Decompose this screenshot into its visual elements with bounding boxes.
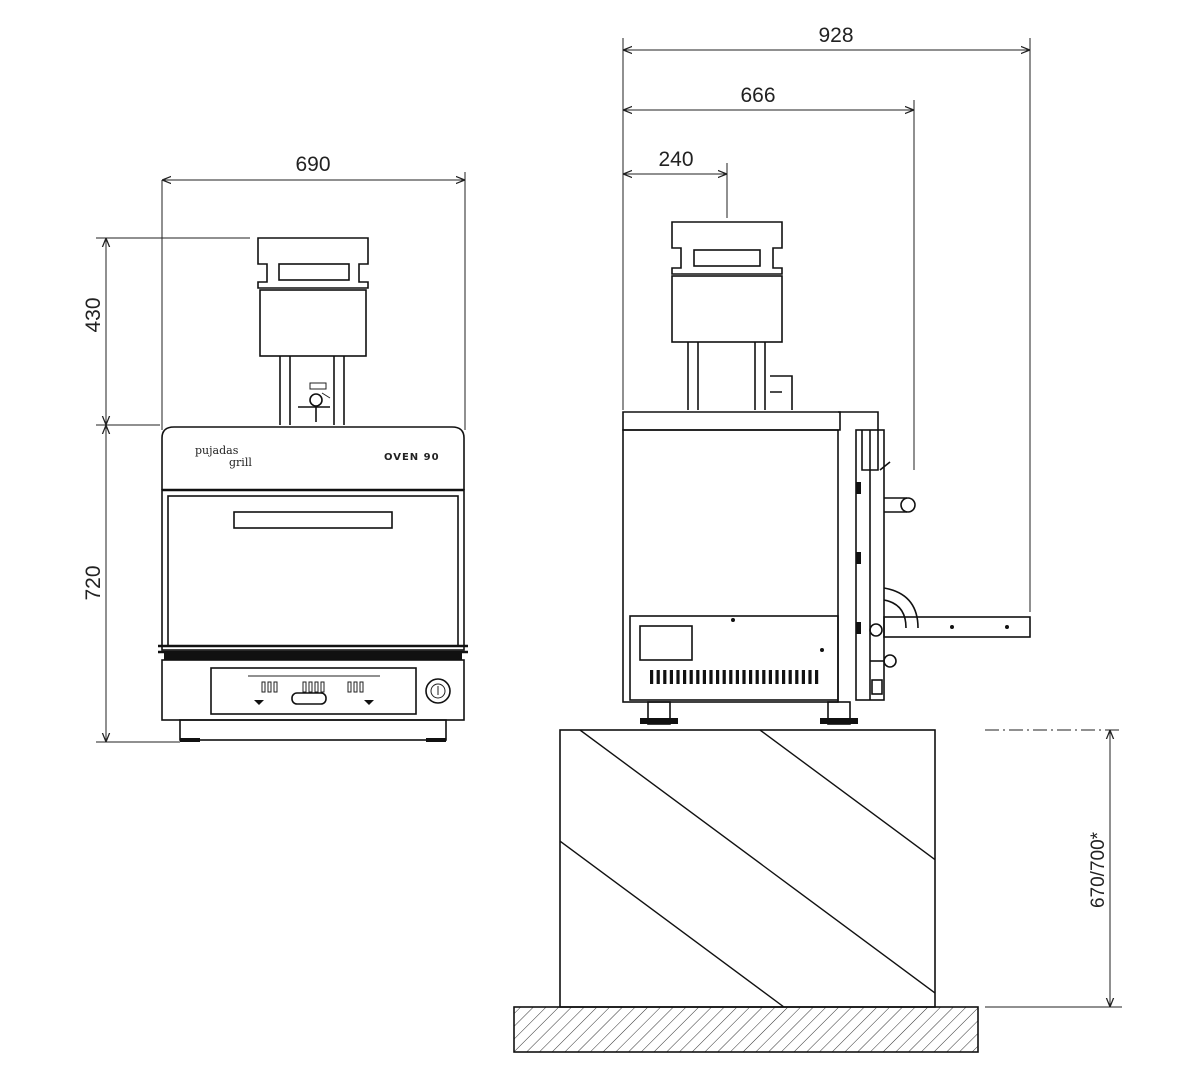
chimney-height-label: 430 bbox=[82, 297, 105, 332]
front-chimney bbox=[257, 237, 369, 425]
front-width-label: 690 bbox=[295, 153, 330, 176]
vent-slot bbox=[782, 670, 786, 684]
stand-height-dimension: 670/700* bbox=[985, 729, 1122, 1008]
side-view: 928 666 240 bbox=[513, 24, 1200, 1053]
support-stand bbox=[559, 729, 1200, 1008]
vent-slot bbox=[650, 670, 654, 684]
front-width-dimension: 690 bbox=[161, 153, 466, 430]
vent-slot bbox=[768, 670, 772, 684]
control-knobs bbox=[254, 681, 374, 705]
vent-slot bbox=[795, 670, 799, 684]
vent-slot bbox=[656, 670, 660, 684]
body-height-label: 720 bbox=[82, 565, 105, 600]
vent-slot bbox=[808, 670, 812, 684]
model-name: OVEN 90 bbox=[384, 452, 440, 463]
vent-slot bbox=[716, 670, 720, 684]
rating-plate bbox=[639, 625, 693, 661]
vent-slot bbox=[689, 670, 693, 684]
vent-slot bbox=[775, 670, 779, 684]
vent-slot bbox=[815, 670, 819, 684]
body-depth-label: 666 bbox=[740, 84, 775, 107]
vent-slot bbox=[669, 670, 673, 684]
overall-depth-label: 928 bbox=[818, 24, 853, 47]
vent-slot bbox=[742, 670, 746, 684]
brand-logo: pujadas bbox=[195, 444, 239, 457]
vent-slot bbox=[788, 670, 792, 684]
stand-hatch-line bbox=[759, 730, 935, 861]
control-panel bbox=[210, 667, 417, 715]
vent-slot bbox=[762, 670, 766, 684]
front-view: 690 430 720 bbox=[82, 153, 468, 743]
vent-slot bbox=[749, 670, 753, 684]
side-handle-bar bbox=[883, 616, 1031, 638]
damper-handle-icon bbox=[298, 382, 331, 422]
stand-hatch-line bbox=[960, 730, 1200, 1007]
vent-slot bbox=[735, 670, 739, 684]
side-chimney bbox=[671, 221, 793, 410]
thermometer-icon bbox=[425, 678, 451, 704]
floor bbox=[513, 1006, 979, 1053]
door-handle bbox=[233, 511, 393, 529]
vent-slot bbox=[709, 670, 713, 684]
vent-slot bbox=[801, 670, 805, 684]
stand-hatch-line bbox=[579, 730, 935, 994]
ventilation-slots bbox=[650, 670, 819, 684]
vent-slot bbox=[696, 670, 700, 684]
chimney-offset-label: 240 bbox=[658, 148, 693, 171]
vent-slot bbox=[729, 670, 733, 684]
vent-slot bbox=[676, 670, 680, 684]
front-oven-body: pujadas grill OVEN 90 bbox=[158, 426, 468, 742]
side-depth-dimensions: 928 666 240 bbox=[622, 24, 1031, 612]
stand-hatch-line bbox=[560, 840, 785, 1007]
vent-slot bbox=[663, 670, 667, 684]
front-height-dimensions: 430 720 bbox=[82, 237, 250, 743]
side-oven-body bbox=[622, 411, 1031, 725]
stand-height-label: 670/700* bbox=[1088, 831, 1109, 908]
vent-slot bbox=[683, 670, 687, 684]
brand-sub-logo: grill bbox=[229, 456, 252, 469]
vent-slot bbox=[702, 670, 706, 684]
vent-slot bbox=[755, 670, 759, 684]
vent-slot bbox=[722, 670, 726, 684]
